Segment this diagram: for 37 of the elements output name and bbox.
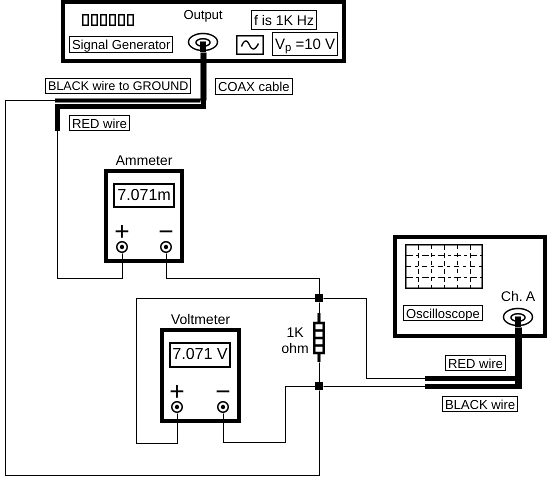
- instrument-panel: [393, 235, 547, 338]
- polarity-sign: +: [169, 382, 185, 400]
- wire: [223, 386, 316, 443]
- meter-label: Ammeter: [116, 152, 172, 168]
- readout-display: 7.071 V: [169, 342, 231, 368]
- polarity-sign: +: [114, 222, 130, 240]
- wire: [5, 98, 320, 476]
- wire: [319, 302, 320, 314]
- sine-wave-icon: [236, 35, 264, 55]
- setting-label: V$_{p}$ =10 V: [272, 32, 338, 56]
- wire: [136, 298, 316, 444]
- resistor-value: 1K ohm: [280, 324, 310, 356]
- meter-label: Voltmeter: [170, 311, 230, 327]
- wire: [55, 100, 206, 279]
- setting-label: f is 1K Hz: [251, 10, 317, 30]
- connector-label: Ch. A: [500, 289, 536, 304]
- wire-label: BLACK wire to GROUND: [45, 78, 192, 94]
- wire-label: RED wire: [69, 115, 130, 131]
- wire: [323, 298, 515, 381]
- instrument-panel: [61, 0, 346, 63]
- device-label: Signal Generator: [69, 36, 174, 53]
- probe-cable: [515, 328, 522, 389]
- readout-display: 7.071m: [113, 183, 175, 208]
- polarity-sign: −: [158, 222, 174, 240]
- wire: [323, 384, 515, 389]
- polarity-sign: −: [215, 382, 231, 400]
- resistor-symbol: [313, 313, 325, 362]
- wire-junction: [315, 294, 323, 302]
- device-label: Oscilloscope: [403, 305, 483, 321]
- wire-junction: [315, 382, 323, 390]
- wire: [319, 362, 320, 383]
- wire-label: RED wire: [445, 355, 506, 371]
- wire-label: COAX cable: [215, 78, 293, 95]
- coax-cable: [200, 52, 206, 100]
- wire: [166, 253, 320, 295]
- wire-label: BLACK wire: [442, 396, 518, 412]
- connector-label: Output: [183, 7, 223, 22]
